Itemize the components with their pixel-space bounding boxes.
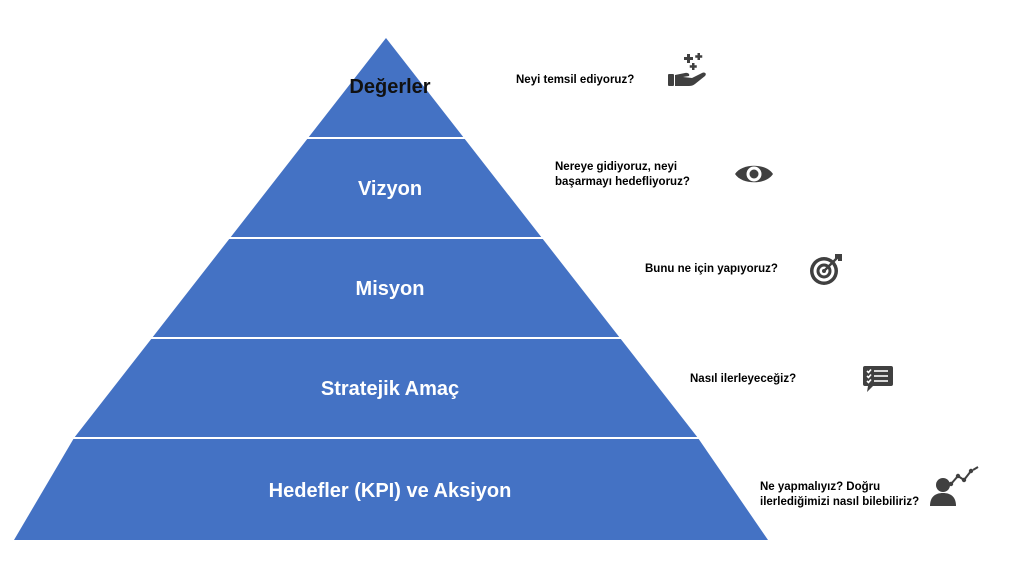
question-values: Neyi temsil ediyoruz? <box>516 74 635 86</box>
tier-label-vision: Vizyon <box>358 178 422 200</box>
tier-label-values: Değerler <box>349 76 430 98</box>
checklist-chat-icon <box>863 366 893 392</box>
question-mission: Bunu ne için yapıyoruz? <box>645 263 778 275</box>
question-kpi: Ne yapmalıyız? Doğru ilerlediğimizi nası… <box>760 480 919 510</box>
tier-label-strategic-goal: Stratejik Amaç <box>321 378 459 400</box>
question-kpi-line-2: ilerlediğimizi nasıl bilebiliriz? <box>760 496 920 508</box>
target-icon <box>810 254 842 285</box>
question-vision-line-1: Nereye gidiyoruz, neyi <box>555 161 678 173</box>
pyramid-tier-vision <box>230 138 542 238</box>
tier-label-mission: Misyon <box>356 278 425 300</box>
question-vision: Nereye gidiyoruz, neyi başarmayı hedefli… <box>555 160 690 190</box>
pyramid-tier-values <box>308 38 464 138</box>
tier-label-kpi: Hedefler (KPI) ve Aksiyon <box>269 480 512 502</box>
question-kpi-line-1: Ne yapmalıyız? Doğru <box>760 481 881 493</box>
question-strategic-goal: Nasıl ilerleyeceğiz? <box>690 373 797 385</box>
pyramid-tier-mission <box>152 238 620 338</box>
eye-icon <box>735 165 773 183</box>
pyramid-tier-kpi <box>14 438 768 540</box>
hand-sparkles-icon <box>668 53 706 86</box>
person-growth-icon <box>930 466 979 506</box>
pyramid-tier-strategic-goal <box>74 338 698 438</box>
question-vision-line-2: başarmayı hedefliyoruz? <box>555 176 690 188</box>
tier-dividers <box>72 137 700 439</box>
